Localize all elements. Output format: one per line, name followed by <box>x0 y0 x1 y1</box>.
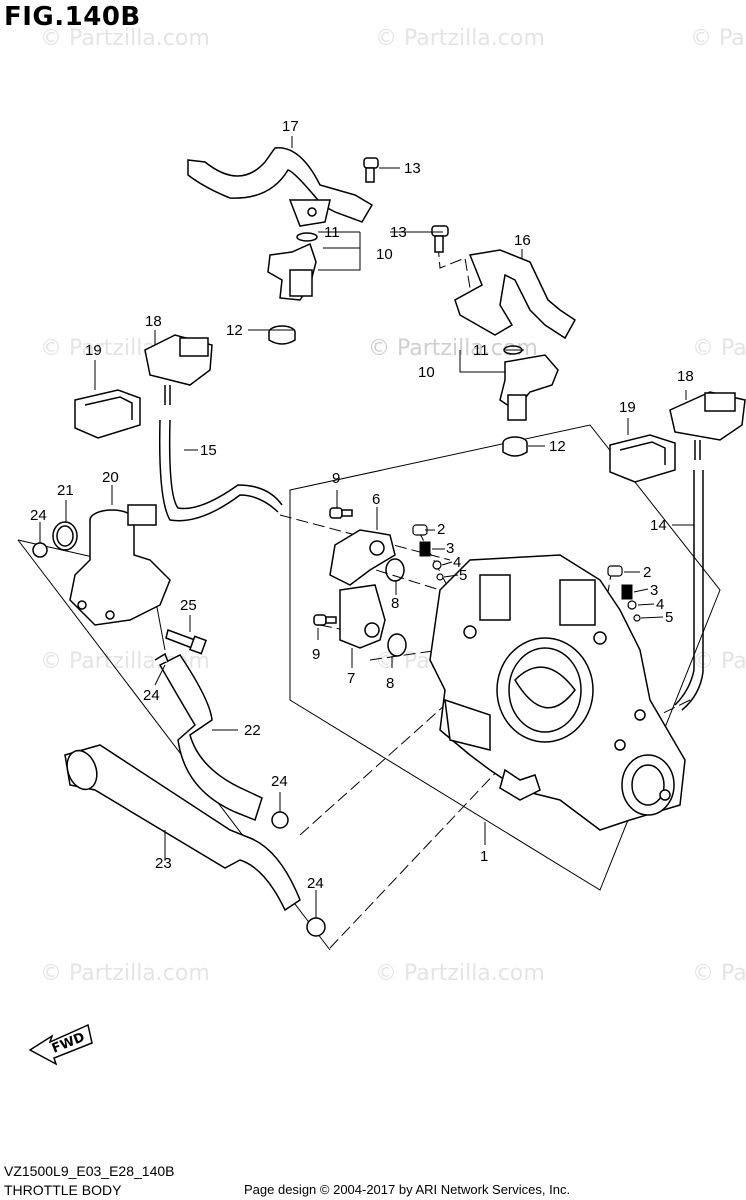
throttle-sensor-6[interactable] <box>329 529 396 586</box>
callout-13[interactable]: 13 <box>404 160 421 177</box>
callout-20[interactable]: 20 <box>102 469 119 486</box>
o-ring-5[interactable] <box>633 614 641 622</box>
cover-19[interactable] <box>74 389 141 439</box>
callout-24[interactable]: 24 <box>307 875 324 892</box>
callout-7[interactable]: 7 <box>347 670 355 687</box>
adjust-screw-2[interactable] <box>412 524 428 536</box>
spring-3[interactable] <box>419 541 431 557</box>
sensor-18[interactable] <box>669 391 746 460</box>
o-ring-5[interactable] <box>436 573 444 581</box>
cover-19[interactable] <box>609 434 676 483</box>
spring-3[interactable] <box>621 584 633 600</box>
watermark: © Partzilla.com <box>375 26 545 51</box>
callout-15[interactable]: 15 <box>200 442 217 459</box>
callout-10[interactable]: 10 <box>376 246 393 263</box>
callout-12[interactable]: 12 <box>549 438 566 455</box>
model-code: VZ1500L9_E03_E28_140B <box>4 1163 175 1179</box>
clamp-24[interactable] <box>306 917 326 937</box>
fuel-pipe-17[interactable] <box>187 147 374 227</box>
callout-5[interactable]: 5 <box>459 567 467 584</box>
o-ring-21[interactable] <box>52 521 78 551</box>
watermark: © Partzilla.com <box>692 961 746 986</box>
sensor-7[interactable] <box>339 584 386 649</box>
callout-24[interactable]: 24 <box>30 507 47 524</box>
callout-11[interactable]: 11 <box>473 342 489 359</box>
clamp-24[interactable] <box>32 542 48 558</box>
washer-4[interactable] <box>432 560 442 570</box>
fwd-arrow-icon: FWD <box>28 1023 93 1066</box>
callout-24[interactable]: 24 <box>143 687 160 704</box>
fuel-injector-10[interactable] <box>499 345 559 457</box>
o-ring-8[interactable] <box>385 558 405 582</box>
isc-valve-20[interactable] <box>69 504 171 626</box>
watermark: © Partzilla.com <box>692 649 746 674</box>
screw-13[interactable] <box>363 157 379 183</box>
callout-9[interactable]: 9 <box>332 470 340 487</box>
callouts: 1 2 2 3 3 4 4 5 5 6 7 8 8 9 9 10 10 11 1… <box>30 118 694 892</box>
hose-23[interactable] <box>62 744 301 912</box>
bolt-25[interactable] <box>165 629 207 655</box>
callout-14[interactable]: 14 <box>650 517 667 534</box>
callout-6[interactable]: 6 <box>372 491 380 508</box>
callout-5[interactable]: 5 <box>665 609 673 626</box>
section-name: THROTTLE BODY <box>4 1182 122 1198</box>
callout-17[interactable]: 17 <box>282 118 299 135</box>
callout-23[interactable]: 23 <box>155 855 172 872</box>
figure-title: FIG.140B <box>4 2 141 32</box>
hose-15[interactable] <box>158 419 283 522</box>
callout-18[interactable]: 18 <box>145 313 162 330</box>
clamp-24[interactable] <box>154 652 169 663</box>
callout-1[interactable]: 1 <box>480 848 488 865</box>
callout-25[interactable]: 25 <box>180 597 197 614</box>
callout-21[interactable]: 21 <box>57 482 74 499</box>
callout-16[interactable]: 16 <box>514 232 531 249</box>
sensor-18[interactable] <box>144 334 213 405</box>
fuel-injector-10[interactable] <box>267 232 318 345</box>
callout-3[interactable]: 3 <box>650 582 658 599</box>
callout-24[interactable]: 24 <box>271 773 288 790</box>
copyright-notice: Page design © 2004-2017 by ARI Network S… <box>244 1182 571 1197</box>
callout-19[interactable]: 19 <box>85 342 102 359</box>
hose-22[interactable] <box>158 654 263 821</box>
callout-3[interactable]: 3 <box>446 540 454 557</box>
screw-9[interactable] <box>313 614 337 626</box>
callout-13[interactable]: 13 <box>390 224 407 241</box>
callout-8[interactable]: 8 <box>391 595 399 612</box>
screw-9[interactable] <box>329 507 353 519</box>
callout-2[interactable]: 2 <box>643 564 651 581</box>
adjust-screw-2[interactable] <box>607 565 623 577</box>
watermark: © Partzilla.com <box>40 961 210 986</box>
callout-22[interactable]: 22 <box>244 722 261 739</box>
clamp-24[interactable] <box>271 811 289 829</box>
screw-13[interactable] <box>431 225 449 253</box>
callout-8[interactable]: 8 <box>386 675 394 692</box>
callout-18[interactable]: 18 <box>677 368 694 385</box>
watermark: © Partzilla.com <box>375 961 545 986</box>
callout-2[interactable]: 2 <box>437 521 445 538</box>
fuel-pipe-16[interactable] <box>454 249 576 340</box>
callout-11[interactable]: 11 <box>324 224 340 241</box>
hose-14[interactable] <box>674 470 704 711</box>
watermark: © Partzilla.com <box>690 26 746 51</box>
watermark: © Partzilla.com <box>40 26 210 51</box>
washer-4[interactable] <box>627 600 637 610</box>
callout-4[interactable]: 4 <box>656 596 664 613</box>
callout-12[interactable]: 12 <box>226 322 243 339</box>
watermark: © Partzilla.com <box>692 336 746 361</box>
callout-10[interactable]: 10 <box>418 364 435 381</box>
throttle-body-1[interactable] <box>429 554 686 831</box>
o-ring-8[interactable] <box>387 633 407 657</box>
callout-4[interactable]: 4 <box>453 554 461 571</box>
leader-lines <box>39 136 694 918</box>
callout-19[interactable]: 19 <box>619 399 636 416</box>
callout-9[interactable]: 9 <box>312 646 320 663</box>
